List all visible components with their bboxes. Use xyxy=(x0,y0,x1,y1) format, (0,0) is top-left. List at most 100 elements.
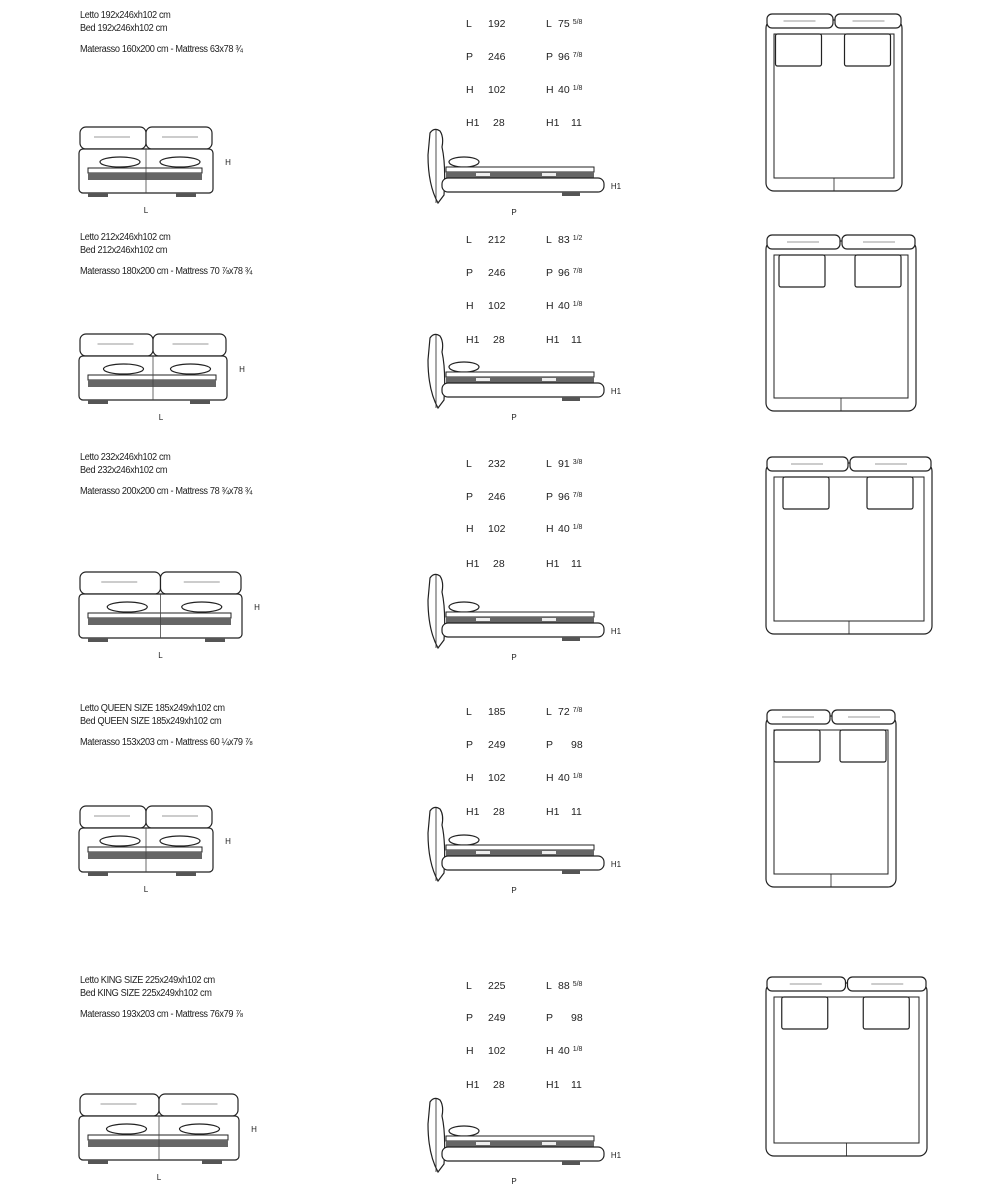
dim-value-cm: 185 xyxy=(488,706,506,718)
dim-key-cm: H1 xyxy=(466,117,480,129)
dim-value-cm: 28 xyxy=(493,117,505,129)
dim-value-cm: 28 xyxy=(493,806,505,818)
dim-value-cm: 246 xyxy=(488,491,506,503)
dim-key-inch: L xyxy=(546,234,552,246)
inch-fraction: 1/8 xyxy=(572,301,583,308)
inch-whole: 72 xyxy=(558,706,570,718)
length-label: L xyxy=(144,885,149,894)
front-elevation-drawing: HL xyxy=(78,571,260,660)
base-height-label: H1 xyxy=(611,1151,622,1160)
dim-value-cm: 102 xyxy=(488,523,506,535)
depth-label: P xyxy=(511,208,516,217)
height-label: H xyxy=(225,158,231,167)
dim-key-inch: H1 xyxy=(546,334,560,346)
dim-value-cm: 246 xyxy=(488,51,506,63)
inch-whole: 40 xyxy=(558,1045,570,1057)
inch-fraction: 7/8 xyxy=(572,52,583,59)
dim-key-inch: H xyxy=(546,1045,554,1057)
side-elevation-drawing: H1P xyxy=(427,573,622,662)
dim-value-inch: 98 xyxy=(571,739,583,751)
base-height-label: H1 xyxy=(611,387,622,396)
dim-value-inch: 11 xyxy=(571,334,582,346)
dim-key-inch: H xyxy=(546,84,554,96)
dim-value-cm: 232 xyxy=(488,458,506,470)
dim-value-cm: 28 xyxy=(493,1079,505,1091)
dim-key-cm: P xyxy=(466,491,474,503)
dim-key-inch: H1 xyxy=(546,1079,560,1091)
inch-fraction: 1/8 xyxy=(572,524,583,531)
plan-view-drawing xyxy=(765,234,917,412)
dim-key-cm: L xyxy=(466,458,472,470)
dim-key-inch: L xyxy=(546,980,552,992)
mattress-size: Materasso 180x200 cm - Mattress 70 ⅞x78 … xyxy=(80,266,253,277)
dim-key-cm: P xyxy=(466,51,474,63)
inch-fraction: 1/8 xyxy=(572,773,583,780)
base-height-label: H1 xyxy=(611,182,622,191)
dim-value-inch: 98 xyxy=(571,1012,583,1024)
bed-title: Bed KING SIZE 225x249xh102 cm xyxy=(80,988,212,999)
dim-key-cm: H1 xyxy=(466,334,480,346)
depth-label: P xyxy=(511,886,516,895)
base-height-label: H1 xyxy=(611,860,622,869)
dim-key-inch: P xyxy=(546,739,554,751)
inch-fraction: 7/8 xyxy=(572,268,583,275)
inch-whole: 11 xyxy=(571,1079,582,1091)
inch-whole: 96 xyxy=(558,267,570,279)
front-elevation-drawing: HL xyxy=(78,805,231,894)
plan-view-drawing xyxy=(765,976,928,1157)
length-label: L xyxy=(144,206,149,215)
inch-whole: 75 xyxy=(558,18,570,30)
dim-key-inch: P xyxy=(546,267,554,279)
dim-value-cm: 102 xyxy=(488,1045,506,1057)
letto-title: Letto 192x246xh102 cm xyxy=(80,10,171,21)
dim-key-inch: P xyxy=(546,491,554,503)
inch-whole: 83 xyxy=(558,234,570,246)
dim-key-inch: L xyxy=(546,18,552,30)
depth-label: P xyxy=(511,413,516,422)
inch-whole: 98 xyxy=(571,1012,583,1024)
dim-key-inch: P xyxy=(546,1012,554,1024)
bed-size-section: Letto QUEEN SIZE 185x249xh102 cm Bed QUEE… xyxy=(0,703,1007,818)
dim-key-cm: H xyxy=(466,84,474,96)
front-elevation-drawing: HL xyxy=(78,1093,257,1182)
inch-whole: 88 xyxy=(558,980,570,992)
dim-value-inch: 11 xyxy=(571,558,582,570)
bed-title: Bed QUEEN SIZE 185x249xh102 cm xyxy=(80,716,222,727)
side-elevation-drawing: H1P xyxy=(427,1097,622,1186)
dim-key-cm: L xyxy=(466,234,472,246)
dim-value-cm: 102 xyxy=(488,300,506,312)
dim-value-cm: 192 xyxy=(488,18,506,30)
letto-title: Letto 212x246xh102 cm xyxy=(80,232,171,243)
dim-key-cm: H1 xyxy=(466,806,480,818)
dim-key-cm: P xyxy=(466,1012,474,1024)
mattress-size: Materasso 160x200 cm - Mattress 63x78 ¾ xyxy=(80,44,243,55)
dim-key-inch: H xyxy=(546,523,554,535)
side-elevation-drawing: H1P xyxy=(427,128,622,217)
letto-title: Letto QUEEN SIZE 185x249xh102 cm xyxy=(80,703,225,714)
dim-key-cm: L xyxy=(466,706,472,718)
mattress-size: Materasso 153x203 cm - Mattress 60 ¼x79 … xyxy=(80,737,253,748)
dim-key-inch: H xyxy=(546,772,554,784)
mattress-size: Materasso 193x203 cm - Mattress 76x79 ⅞ xyxy=(80,1009,243,1020)
height-label: H xyxy=(239,365,245,374)
inch-whole: 40 xyxy=(558,300,570,312)
height-label: H xyxy=(251,1125,257,1134)
dim-value-cm: 249 xyxy=(488,1012,506,1024)
inch-fraction: 7/8 xyxy=(572,707,583,714)
inch-whole: 96 xyxy=(558,51,570,63)
bed-title: Bed 192x246xh102 cm xyxy=(80,23,168,34)
dim-value-cm: 102 xyxy=(488,84,506,96)
inch-fraction: 1/8 xyxy=(572,1046,583,1053)
dim-value-cm: 249 xyxy=(488,739,506,751)
dim-value-cm: 246 xyxy=(488,267,506,279)
dim-value-inch: 11 xyxy=(571,117,582,129)
dim-value-cm: 102 xyxy=(488,772,506,784)
